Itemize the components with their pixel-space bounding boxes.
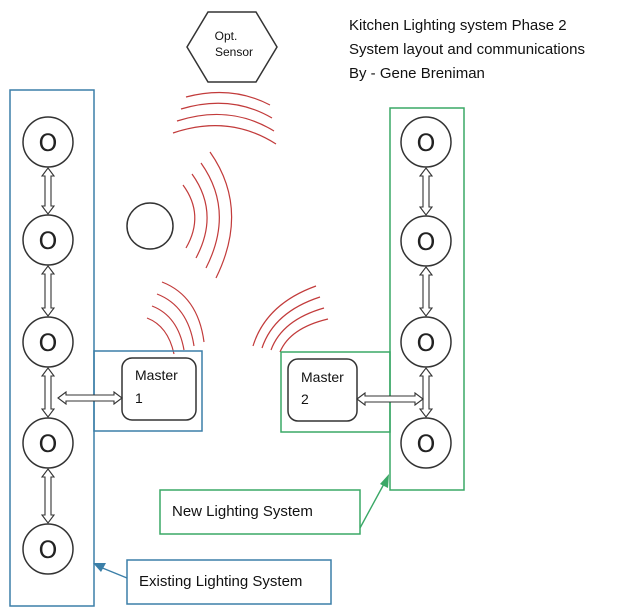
new-lamp: O [400, 417, 452, 469]
existing-system-label-box [126, 559, 332, 605]
new-system-label: New Lighting System [172, 503, 313, 520]
sensor-label-line-1: Opt. [215, 29, 238, 43]
pointer-arrowhead-icon [93, 563, 106, 572]
master1-label-line-1: Master [135, 367, 178, 383]
new-system-boundary [389, 107, 465, 491]
lamp-glyph: O [417, 329, 436, 357]
master2-box [287, 358, 358, 422]
master-2: Master 2 [287, 358, 424, 422]
title-block: Kitchen Lighting system Phase 2 System l… [349, 17, 585, 82]
existing-lamp: O [22, 316, 74, 368]
new-lamp: O [400, 215, 452, 267]
master1-signal-waves [146, 281, 205, 355]
sensor-label-line-2: Sensor [215, 45, 253, 59]
master1-label-line-2: 1 [135, 390, 143, 406]
double-arrow-icon [40, 468, 56, 524]
master2-signal-waves [252, 285, 329, 353]
master-1: Master 1 [57, 357, 197, 421]
lamp-glyph: O [417, 129, 436, 157]
lamp-glyph: O [39, 129, 58, 157]
existing-link-arrows [40, 167, 56, 524]
existing-lamp: O [22, 214, 74, 266]
lamp-glyph: O [39, 430, 58, 458]
sensor-hexagon [186, 11, 278, 83]
device-signal-waves [182, 151, 233, 279]
optical-sensor: Opt. Sensor [186, 11, 278, 83]
lamp-glyph: O [417, 430, 436, 458]
title-line-3: By - Gene Breniman [349, 65, 485, 82]
existing-system-pointer [99, 566, 128, 579]
double-arrow-icon [356, 391, 424, 407]
lamp-glyph: O [39, 227, 58, 255]
existing-system-boundary [9, 89, 95, 607]
master2-label-line-1: Master [301, 369, 344, 385]
pointer-arrowhead-icon [380, 474, 389, 488]
existing-system-callout: Existing Lighting System [93, 559, 332, 605]
master1-box [121, 357, 197, 421]
existing-system-label: Existing Lighting System [139, 573, 302, 590]
master1-boundary [93, 350, 203, 432]
new-link-arrows [418, 167, 434, 418]
signal-waves [146, 91, 329, 355]
double-arrow-icon [57, 390, 123, 406]
title-line-2: System layout and communications [349, 41, 585, 58]
new-lamp: O [400, 116, 452, 168]
existing-lamp: O [22, 523, 74, 575]
master2-boundary [280, 351, 391, 433]
double-arrow-icon [418, 367, 434, 418]
double-arrow-icon [40, 265, 56, 317]
existing-lighting-system: O O O O O [9, 89, 203, 607]
lamp-glyph: O [417, 228, 436, 256]
double-arrow-icon [418, 167, 434, 216]
double-arrow-icon [40, 167, 56, 215]
round-device [126, 202, 174, 250]
existing-lamp: O [22, 116, 74, 168]
sensor-signal-waves [172, 91, 277, 145]
new-system-callout: New Lighting System [159, 474, 389, 535]
new-lamp: O [400, 316, 452, 368]
lamp-glyph: O [39, 536, 58, 564]
double-arrow-icon [40, 367, 56, 418]
existing-lamp: O [22, 417, 74, 469]
double-arrow-icon [418, 266, 434, 317]
new-system-pointer [359, 481, 386, 529]
new-lighting-system: O O O O [280, 107, 465, 491]
lamp-glyph: O [39, 329, 58, 357]
master2-label-line-2: 2 [301, 391, 309, 407]
new-system-label-box [159, 489, 361, 535]
title-line-1: Kitchen Lighting system Phase 2 [349, 17, 567, 34]
